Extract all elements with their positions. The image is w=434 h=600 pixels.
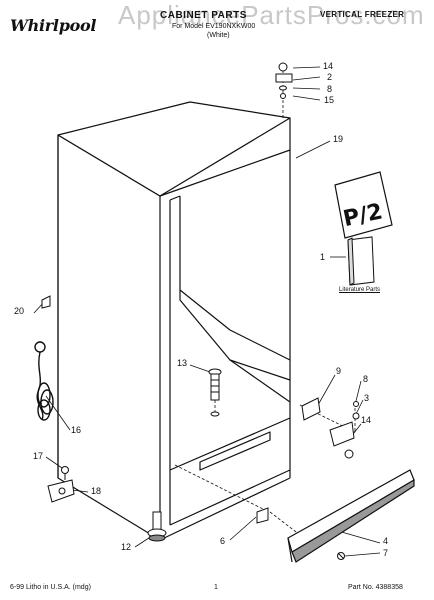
- screw-icon: [61, 466, 69, 480]
- callout-3: 3: [364, 393, 370, 403]
- model-subtitle: For Model EV190NXKW00: [172, 23, 256, 30]
- callout-8-right: 8: [363, 374, 369, 384]
- brand-logo: Whirlpool: [10, 16, 97, 35]
- cord-icon: [34, 341, 54, 421]
- literature-parts-label: Literature Parts: [339, 287, 381, 293]
- pack-badge-icon: P/2: [334, 171, 393, 239]
- leveling-leg-icon: [147, 511, 167, 542]
- callout-17: 17: [33, 451, 44, 461]
- callout-12: 12: [121, 542, 132, 552]
- hinge-bracket-icon: [275, 73, 293, 83]
- callout-13: 13: [177, 358, 188, 368]
- callout-14-top: 14: [323, 61, 334, 71]
- color-subtitle: (White): [207, 32, 230, 39]
- callout-6: 6: [220, 536, 226, 546]
- grille-screw-icon: [337, 552, 345, 560]
- callout-2: 2: [327, 72, 333, 82]
- footer-litho: 6-99 Litho in U.S.A. (mdg): [10, 584, 91, 591]
- watermark: AppliancePartsPros.com: [118, 0, 425, 30]
- callout-16: 16: [71, 425, 82, 435]
- cabinet-front-face: [57, 134, 161, 541]
- callout-4: 4: [383, 536, 389, 546]
- callout-7: 7: [383, 548, 389, 558]
- callout-8-top: 8: [327, 84, 333, 94]
- drain-tube-icon: [208, 368, 222, 417]
- literature-booklet-icon: [347, 236, 375, 286]
- callout-18: 18: [91, 486, 102, 496]
- page-title: CABINET PARTS: [160, 10, 247, 21]
- callout-9: 9: [336, 366, 342, 376]
- hinge-pin-icon: [278, 62, 288, 72]
- bottom-hinge-icon: [301, 397, 360, 459]
- footer-page-number: 1: [214, 584, 218, 591]
- grille-clip-icon: [256, 507, 269, 524]
- product-type-label: VERTICAL FREEZER: [320, 10, 405, 19]
- cord-bracket-icon: [47, 479, 75, 503]
- footer-part-number: Part No. 4388358: [348, 584, 403, 591]
- clip-icon: [41, 295, 51, 309]
- callout-19: 19: [333, 134, 344, 144]
- toe-grille-icon: [287, 469, 415, 563]
- callout-20: 20: [14, 306, 25, 316]
- callout-1: 1: [320, 252, 326, 262]
- callout-15: 15: [324, 95, 335, 105]
- callout-14-right: 14: [361, 415, 372, 425]
